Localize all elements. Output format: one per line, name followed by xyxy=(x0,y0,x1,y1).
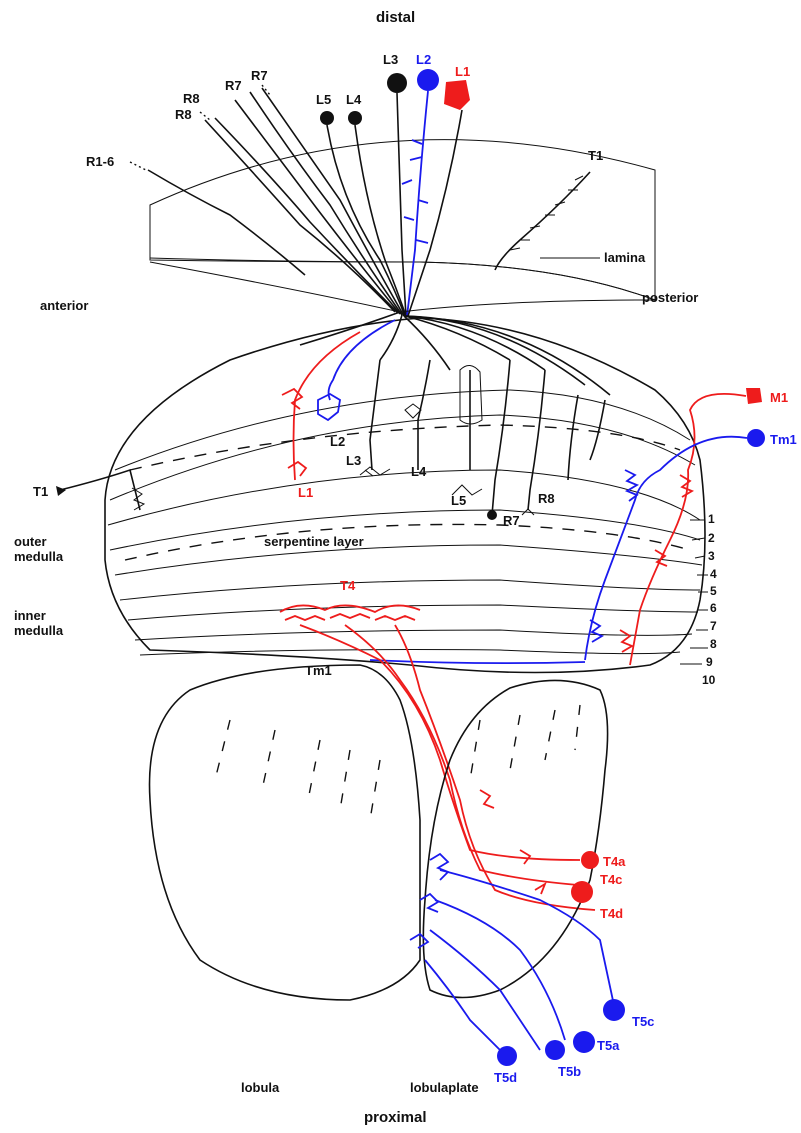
label-L5-medulla: L5 xyxy=(451,493,466,508)
label-outer-medulla: medulla xyxy=(14,549,64,564)
label-L2-medulla: L2 xyxy=(330,434,345,449)
layer-1: 1 xyxy=(708,512,715,526)
label-L1-top: L1 xyxy=(455,64,470,79)
layer-7: 7 xyxy=(710,619,717,633)
label-T5d: T5d xyxy=(494,1070,517,1085)
label-inner: inner xyxy=(14,608,46,623)
label-L4-top: L4 xyxy=(346,92,362,107)
layer-2: 2 xyxy=(708,531,715,545)
T1-medulla xyxy=(56,470,144,510)
label-proximal: proximal xyxy=(364,1109,427,1126)
T1-lamina xyxy=(495,172,590,270)
label-anterior: anterior xyxy=(40,298,88,313)
label-lobula: lobula xyxy=(241,1080,280,1095)
label-T5b: T5b xyxy=(558,1064,581,1079)
label-lamina: lamina xyxy=(604,250,646,265)
layer-4: 4 xyxy=(710,567,717,581)
label-Tm1: Tm1 xyxy=(770,432,797,447)
label-posterior: posterior xyxy=(642,290,698,305)
label-lobulaplate: lobulaplate xyxy=(410,1080,479,1095)
label-Tm1-lower: Tm1 xyxy=(305,663,332,678)
layer-10: 10 xyxy=(702,673,716,687)
lobula-region xyxy=(150,665,608,1000)
label-inner-medulla: medulla xyxy=(14,623,64,638)
lamina-L-cells xyxy=(320,69,470,316)
label-L1-medulla: L1 xyxy=(298,485,313,500)
T4-neurons xyxy=(280,605,595,910)
layer-ticks xyxy=(680,520,708,664)
label-M1: M1 xyxy=(770,390,788,405)
label-R8-b: R8 xyxy=(175,107,192,122)
M1-Tm1-medulla xyxy=(370,388,765,665)
label-R8-a: R8 xyxy=(183,91,200,106)
label-T4d: T4d xyxy=(600,906,623,921)
label-R7-medulla: R7 xyxy=(503,513,520,528)
label-outer: outer xyxy=(14,534,47,549)
chiasm xyxy=(150,262,655,395)
label-L3-top: L3 xyxy=(383,52,398,67)
label-R7-a: R7 xyxy=(225,78,242,93)
label-T1-top: T1 xyxy=(588,148,603,163)
layer-3: 3 xyxy=(708,549,715,563)
label-T4a: T4a xyxy=(603,854,626,869)
layer-6: 6 xyxy=(710,601,717,615)
label-T5a: T5a xyxy=(597,1038,620,1053)
label-T4c: T4c xyxy=(600,872,622,887)
label-R8-medulla: R8 xyxy=(538,491,555,506)
photoreceptor-axons xyxy=(130,85,404,316)
layer-8: 8 xyxy=(710,637,717,651)
label-R7-b: R7 xyxy=(251,68,268,83)
layer-9: 9 xyxy=(706,655,713,669)
label-L3-medulla: L3 xyxy=(346,453,361,468)
label-L4-medulla: L4 xyxy=(411,464,427,479)
medulla-region xyxy=(105,318,705,673)
label-serpentine: serpentine layer xyxy=(264,534,364,549)
label-distal: distal xyxy=(376,9,415,26)
medulla-black-neurons xyxy=(360,360,605,520)
label-R1-6: R1-6 xyxy=(86,154,114,169)
label-L2-top: L2 xyxy=(416,52,431,67)
label-T5c: T5c xyxy=(632,1014,654,1029)
label-T1-medulla: T1 xyxy=(33,484,48,499)
label-L5-top: L5 xyxy=(316,92,331,107)
label-T4: T4 xyxy=(340,578,356,593)
layer-5: 5 xyxy=(710,584,717,598)
